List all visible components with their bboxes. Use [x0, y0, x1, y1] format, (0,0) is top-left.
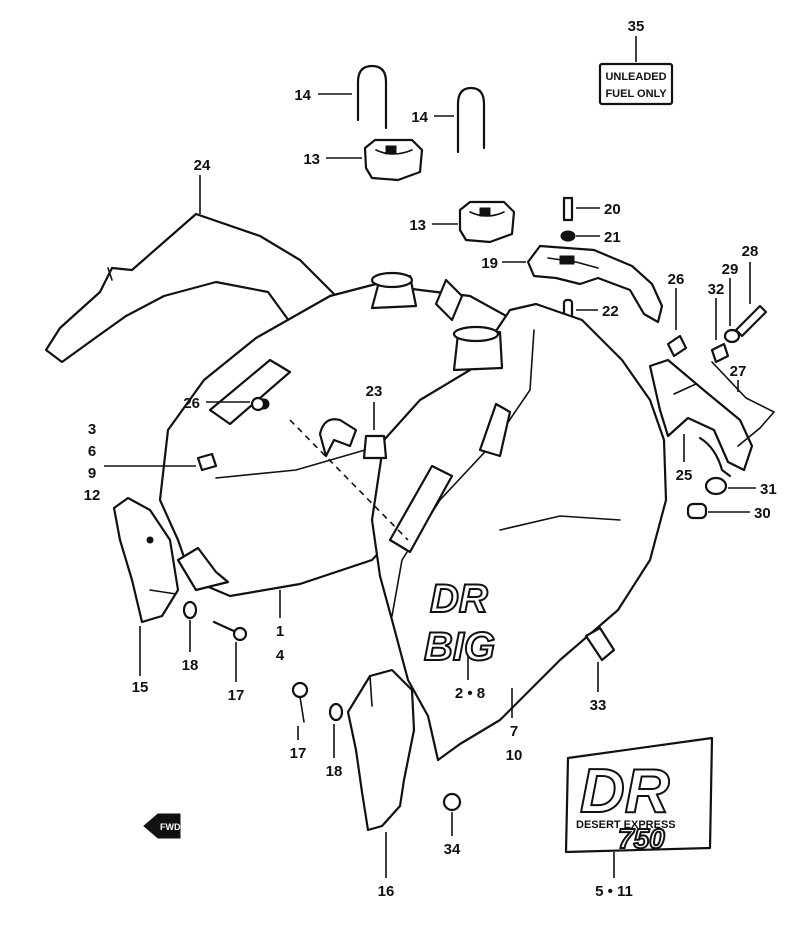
label-14-left: 14 — [294, 87, 311, 104]
label-13-lower: 13 — [409, 217, 426, 234]
label-25: 25 — [676, 467, 693, 484]
dr-750-decal-middle: DESERT EXPRESS — [576, 819, 676, 831]
label-14-right: 14 — [411, 109, 428, 126]
grommet-34 — [442, 792, 462, 836]
fuel-cap-upper — [326, 138, 424, 182]
label-32: 32 — [708, 281, 725, 298]
label-24: 24 — [194, 157, 211, 174]
label-10: 10 — [506, 747, 523, 764]
label-3: 3 — [88, 421, 96, 438]
bracket-19 — [502, 244, 664, 324]
label-7: 7 — [510, 723, 518, 740]
label-2-8: 2 • 8 — [455, 685, 485, 702]
dr-big-decal: DR BIG — [423, 576, 496, 670]
label-33: 33 — [590, 697, 607, 714]
label-18-left: 18 — [182, 657, 199, 674]
label-12: 12 — [84, 487, 101, 504]
fwd-label: FWD — [160, 822, 181, 832]
label-17-lower: 17 — [290, 745, 307, 762]
hose-clip-left — [318, 64, 388, 130]
label-34: 34 — [444, 841, 461, 858]
lower-cover-16 — [346, 668, 416, 878]
bolt-28 — [734, 262, 768, 338]
unleaded-fuel-label-decal: UNLEADED FUEL ONLY — [598, 36, 674, 106]
label-18-lower: 18 — [326, 763, 343, 780]
dr-750-decal-top: DR — [580, 757, 670, 826]
label-4: 4 — [276, 647, 285, 664]
label-26-left: 26 — [183, 395, 200, 412]
hose-clip-right — [434, 86, 486, 154]
label-23: 23 — [366, 383, 383, 400]
part-labels: 35 14 14 13 13 24 20 21 19 22 28 26 29 3… — [84, 18, 777, 900]
label-19: 19 — [481, 255, 498, 272]
fuel-label-line2: FUEL ONLY — [605, 88, 667, 100]
screw-26-right — [666, 288, 688, 358]
cushion-31 — [704, 476, 756, 496]
grommet-23 — [318, 402, 388, 460]
washer-18-lower — [328, 702, 344, 758]
label-22: 22 — [602, 303, 619, 320]
label-6: 6 — [88, 443, 96, 460]
clip-33 — [584, 626, 616, 692]
nut-32 — [710, 298, 730, 364]
label-13-upper: 13 — [303, 151, 320, 168]
label-31: 31 — [760, 481, 777, 498]
dr-750-decal-bottom: 750 — [618, 823, 665, 854]
screw-17-left — [212, 620, 248, 682]
fuel-tank-right-side — [370, 271, 668, 762]
label-35: 35 — [628, 18, 645, 35]
screw-17-lower — [291, 681, 309, 740]
fuel-cap-lower — [432, 200, 516, 244]
fuel-label-line1: UNLEADED — [605, 71, 666, 83]
label-20: 20 — [604, 201, 621, 218]
label-21: 21 — [604, 229, 621, 246]
washer-21 — [560, 230, 600, 242]
label-28: 28 — [742, 243, 759, 260]
label-29: 29 — [722, 261, 739, 278]
label-30: 30 — [754, 505, 771, 522]
label-5-11: 5 • 11 — [595, 883, 633, 900]
label-16: 16 — [378, 883, 395, 900]
dr-750-decal: DR DESERT EXPRESS 750 — [564, 736, 714, 878]
label-9: 9 — [88, 465, 96, 482]
side-plate-15 — [112, 496, 230, 676]
screw-26-left — [206, 396, 266, 412]
label-27: 27 — [730, 363, 747, 380]
fwd-arrow-icon: FWD — [143, 813, 181, 839]
label-26-right: 26 — [668, 271, 685, 288]
label-17-left: 17 — [228, 687, 245, 704]
label-15: 15 — [132, 679, 149, 696]
dr-big-decal-top: DR — [430, 577, 488, 621]
screw-20 — [562, 196, 600, 222]
washer-18-left — [182, 600, 198, 652]
label-1: 1 — [276, 623, 284, 640]
washer-29 — [723, 278, 741, 344]
cushion-30 — [686, 502, 750, 520]
dr-big-decal-bottom: BIG — [424, 625, 495, 669]
rear-bracket-25 — [648, 358, 776, 478]
